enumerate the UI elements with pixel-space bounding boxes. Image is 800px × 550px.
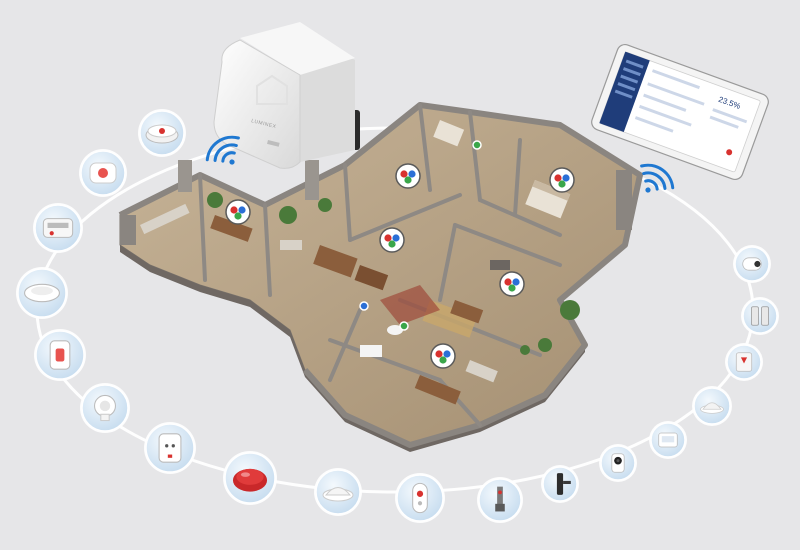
device-bubble [79,149,127,197]
wifi-icon [640,163,675,193]
sensor-node [225,199,251,225]
device-bubble [477,477,523,523]
device-bubble [599,444,637,482]
device-bubble [144,422,196,474]
keypad-icon [735,352,753,372]
round-sensor-icon [23,283,61,303]
red-panic-button-icon [232,468,268,492]
device-bubble [741,297,779,335]
floor-plan [118,102,643,452]
remote-key-fob-icon [412,482,428,514]
device-bubble [395,473,445,523]
door-lock-icon [556,473,571,495]
device-bubble [34,329,86,381]
floor-slab-edge [120,245,585,452]
device-bubble [223,451,277,505]
sensor-dot [359,301,369,311]
device-bubble [733,245,771,283]
device-bubble [649,421,687,459]
sensor-node [499,271,525,297]
camera-icon [611,453,625,473]
alarm-button-icon [89,162,117,184]
sensor-dot [472,140,482,150]
smoke-detector-icon [145,124,179,144]
motion-sensor-icon [94,394,116,422]
water-valve-icon [495,486,505,512]
device-bubble [725,343,763,381]
device-bubble [138,109,186,157]
thermostat-icon [658,432,678,448]
furniture [120,119,632,405]
dome-light-icon [700,402,724,414]
ip-camera-icon [742,257,762,271]
sensor-node [379,227,405,253]
dome-sensor-icon [322,487,354,502]
wifi-icon [205,135,240,165]
device-bubble [16,267,68,319]
sensor-node [549,167,575,193]
siren-icon [42,218,74,238]
room-sensors [225,140,575,369]
sensor-node [395,163,421,189]
sensor-dot [399,321,409,331]
device-bubble [314,468,362,516]
door-window-sensor-icon [751,306,769,326]
device-bubble [80,383,130,433]
device-bubble [692,386,732,426]
wall-switch-icon [49,340,71,370]
smart-plug-icon [158,433,182,463]
device-bubble [541,465,579,503]
tablet-device: 23.5% [591,44,769,180]
device-bubble [33,203,83,253]
device-bubbles [16,109,779,523]
interior-walls [198,103,562,427]
sensor-node [430,343,456,369]
